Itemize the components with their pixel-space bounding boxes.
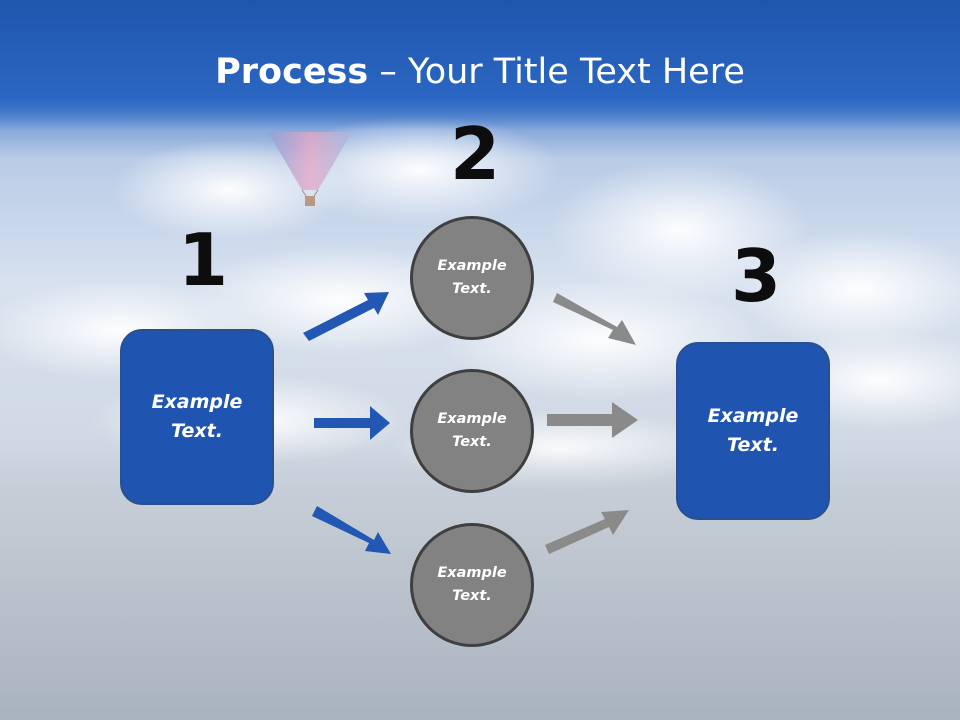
hot-air-balloon	[268, 132, 352, 206]
step-number-1: 1	[178, 218, 229, 302]
arrow-start-to-bottom	[312, 506, 391, 554]
circle-bottom-label: Example Text.	[437, 565, 507, 604]
start-box-label: Example Text.	[151, 391, 243, 442]
start-box: Example Text.	[120, 329, 274, 505]
title-band	[0, 0, 960, 130]
circle-middle: Example Text.	[410, 369, 534, 493]
circle-top: Example Text.	[410, 216, 534, 340]
arrow-bottom-to-end	[545, 510, 629, 554]
slide-title: Process – Your Title Text Here	[0, 52, 960, 92]
circle-top-label: Example Text.	[437, 258, 507, 297]
arrow-start-to-top	[303, 292, 389, 341]
arrow-start-to-middle	[314, 406, 390, 440]
title-bold: Process	[215, 52, 369, 92]
title-rest: – Your Title Text Here	[368, 52, 745, 92]
arrow-middle-to-end	[547, 402, 638, 438]
step-number-2: 2	[450, 112, 501, 196]
arrow-top-to-end	[553, 293, 636, 345]
step-number-3: 3	[731, 234, 782, 318]
end-box: Example Text.	[676, 342, 830, 520]
circle-middle-label: Example Text.	[437, 411, 507, 450]
end-box-label: Example Text.	[707, 405, 799, 456]
circle-bottom: Example Text.	[410, 523, 534, 647]
